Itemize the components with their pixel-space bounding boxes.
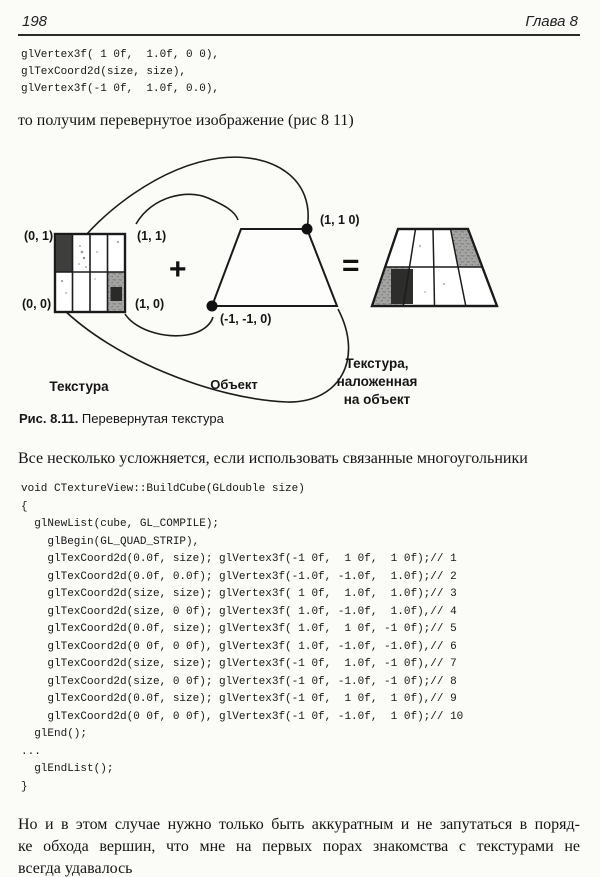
result-dark-cell <box>391 269 413 304</box>
texture-grid-lines <box>55 234 125 312</box>
paragraph-bottom-line: всегда удавалось <box>18 860 133 877</box>
svg-text:наложенная: наложенная <box>337 374 418 389</box>
texture-noise-specks <box>61 241 119 294</box>
figure-caption-text: Перевернутая текстура <box>78 411 224 426</box>
texture-coord-top-left: (0, 1) <box>24 229 53 243</box>
paragraph-bottom-line: Но и в этом случае нужно только быть акк… <box>18 816 580 833</box>
plus-sign: + <box>169 253 187 286</box>
texture-mapping-arcs <box>60 156 350 403</box>
result-label: Текстура, наложенная на объект <box>337 356 418 407</box>
result-noise-specks <box>419 245 445 293</box>
paragraph-middle: Все несколько усложняется, если использо… <box>18 450 528 467</box>
chapter-label: Глава 8 <box>525 13 578 30</box>
vertex-dot-bottom-left <box>206 300 218 312</box>
page-header: 198 Глава 8 <box>18 13 580 36</box>
texture-square <box>53 232 127 314</box>
figure-caption-number: Рис. 8.11. <box>19 411 79 426</box>
arc-bottom-outer <box>60 306 350 403</box>
paragraph-bottom-line: ке обхода вершин, что мне на первых пора… <box>18 838 580 855</box>
paragraph-bottom: Но и в этом случае нужно только быть акк… <box>18 814 580 877</box>
arc-bottom-inner <box>124 313 214 337</box>
arc-top-outer <box>74 156 309 250</box>
texture-dark-cell <box>56 235 73 272</box>
texture-coord-bottom-left: (0, 0) <box>22 297 51 311</box>
texture-label: Текстура <box>49 379 109 394</box>
paragraph-intro: то получим перевернутое изображение (рис… <box>18 112 354 129</box>
texture-coord-top-right: (1, 1) <box>137 229 166 243</box>
object-trapezoid <box>206 223 339 312</box>
object-label: Объект <box>210 377 258 392</box>
svg-text:на объект: на объект <box>344 392 411 407</box>
vertex-dot-top-right <box>301 223 313 235</box>
page-number: 198 <box>22 13 48 30</box>
figure-8-11-diagram: (0, 1) (1, 1) (0, 0) (1, 0) + (1, 1 0) (… <box>22 156 499 407</box>
texture-coord-bottom-right: (1, 0) <box>135 297 164 311</box>
result-grid-lines <box>385 228 483 307</box>
code-block-buildcube: void CTextureView::BuildCube(GLdouble si… <box>21 483 464 793</box>
object-coord-bottom-left: (-1, -1, 0) <box>220 312 271 326</box>
code-snippet-top: glVertex3f( 1 0f, 1.0f, 0 0), glTexCoord… <box>21 49 220 95</box>
texture-inner-dark-square <box>110 287 122 301</box>
svg-text:Текстура,: Текстура, <box>346 356 409 371</box>
result-trapezoid <box>370 227 499 308</box>
arc-top-inner <box>135 193 239 225</box>
figure-caption: Рис. 8.11. Перевернутая текстура <box>19 411 580 426</box>
result-speckled-cell-top-right <box>450 229 483 267</box>
object-coord-top-right: (1, 1 0) <box>320 213 360 227</box>
equals-sign: = <box>342 249 360 282</box>
